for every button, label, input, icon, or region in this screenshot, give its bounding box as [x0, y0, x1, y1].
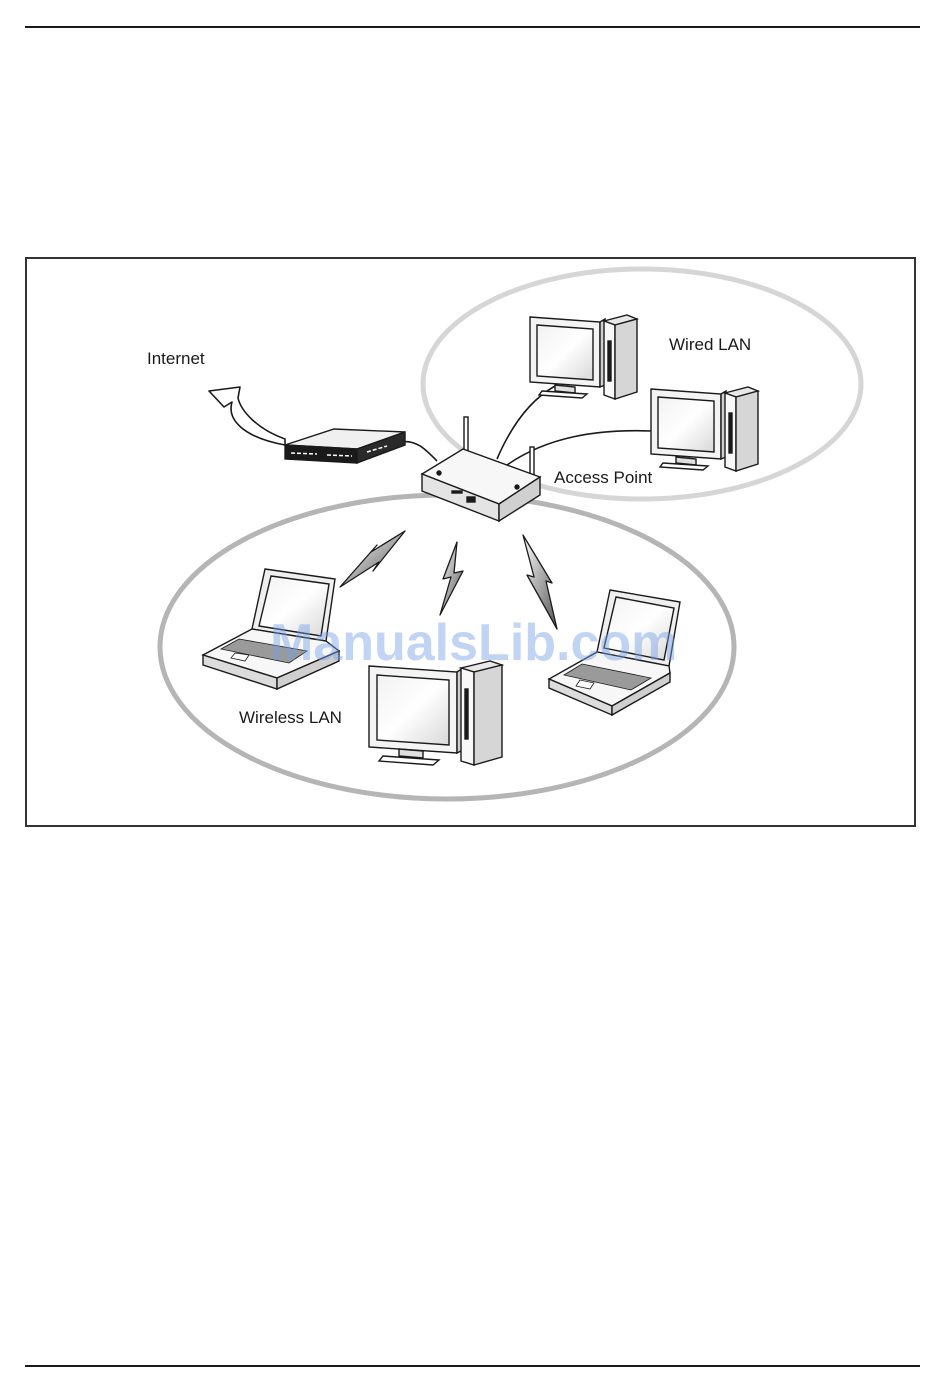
header-rule	[25, 26, 920, 28]
wireless-lan-label: Wireless LAN	[239, 708, 342, 728]
wireless-desktop-computer-icon	[369, 661, 502, 765]
access-point-icon	[422, 417, 540, 521]
modem-icon	[285, 429, 405, 463]
footer-rule	[25, 1365, 920, 1367]
wireless-signal-icon-1	[340, 531, 405, 587]
wireless-signal-icon-2	[440, 542, 463, 615]
internet-label: Internet	[147, 349, 205, 369]
network-diagram	[27, 259, 914, 825]
wired-desktop-computer-icon-1	[530, 315, 637, 399]
internet-arrow-icon	[209, 387, 285, 445]
access-point-label: Access Point	[554, 468, 652, 488]
wired-lan-label: Wired LAN	[669, 335, 751, 355]
wired-desktop-computer-icon-2	[651, 387, 758, 471]
watermark: ManualsLib.com	[270, 613, 677, 673]
network-diagram-figure: Internet Wired LAN Access Point Wireless…	[25, 257, 916, 827]
